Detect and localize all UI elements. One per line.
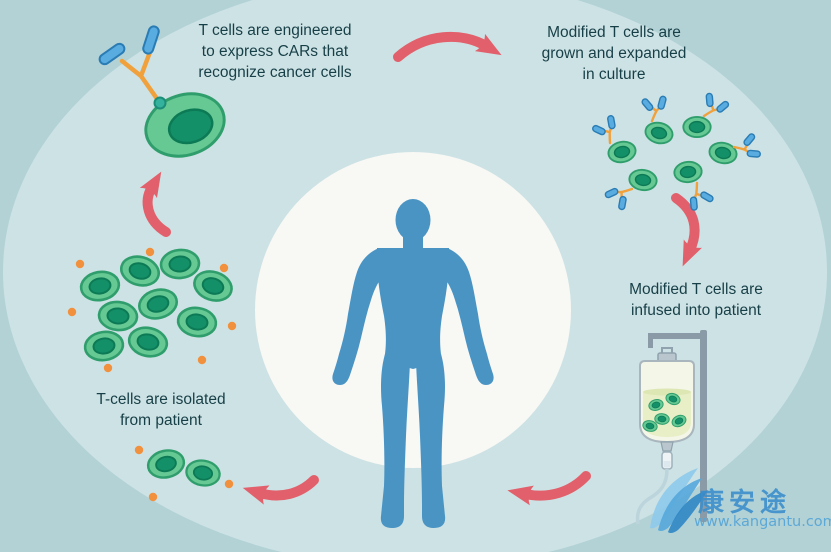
step-label-isolate: T-cells are isolated from patient xyxy=(96,391,226,429)
step-label-expand: Modified T cells are grown and expanded … xyxy=(541,24,687,83)
particle-dot-icon xyxy=(103,363,113,373)
iv-bag-icon xyxy=(635,330,707,525)
t-cell-icon xyxy=(682,115,712,139)
step-label-infuse: Modified T cells are infused into patien… xyxy=(629,281,763,319)
human-body-icon xyxy=(332,199,494,528)
arrow-right xyxy=(671,193,702,267)
particle-dot-icon xyxy=(67,307,77,317)
arrow-left-up xyxy=(139,171,171,237)
curved-arrow-icon xyxy=(139,31,702,506)
feather-logo-icon xyxy=(650,468,708,534)
particle-dot-icon xyxy=(134,445,144,455)
arrow-top xyxy=(393,31,502,62)
step-label-engineer: T cells are engineered to express CARs t… xyxy=(198,22,352,81)
particle-dot-icon xyxy=(219,263,229,273)
arrow-bottom-right xyxy=(507,471,591,506)
arrow-bottom-left xyxy=(242,475,319,505)
car-t-cell-icon xyxy=(98,25,226,158)
watermark-brand: 康安途 xyxy=(698,488,792,518)
watermark-url: www.kangantu.com xyxy=(694,514,831,530)
particle-dot-icon xyxy=(224,479,234,489)
particle-dot-icon xyxy=(197,355,207,365)
particle-dot-icon xyxy=(75,259,85,269)
particle-dot-icon xyxy=(148,492,158,502)
particle-dot-icon xyxy=(227,321,237,331)
particle-dot-icon xyxy=(145,247,155,257)
